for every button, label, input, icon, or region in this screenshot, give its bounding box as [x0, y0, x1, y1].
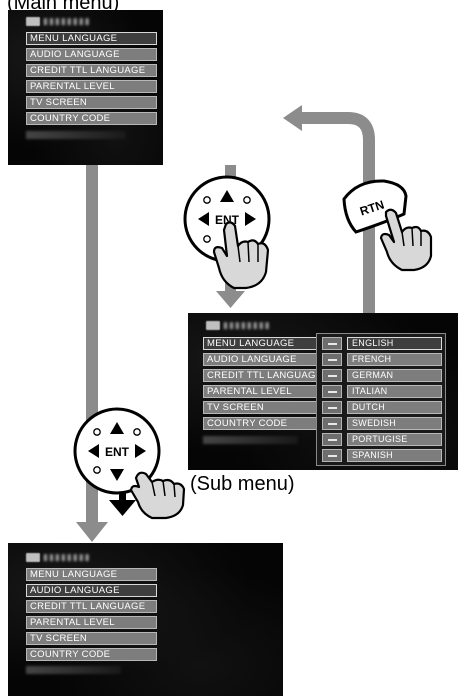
pointing-hand-icon [129, 471, 186, 520]
language-submenu-panel: ENGLISH FRENCH GERMAN ITALIAN DUTCH SWED… [316, 333, 446, 466]
pointing-hand-icon [212, 221, 270, 290]
language-option-dutch[interactable]: DUTCH [347, 401, 442, 414]
language-option-german[interactable]: GERMAN [347, 369, 442, 382]
menu-item-parental-level[interactable]: PARENTAL LEVEL [26, 616, 157, 629]
blurred-line [203, 436, 298, 444]
directional-pad-icon: ENT [73, 407, 161, 495]
menu-item-audio-language[interactable]: AUDIO LANGUAGE [203, 353, 319, 366]
submenu-row[interactable]: ENGLISH [322, 337, 442, 350]
submenu-row[interactable]: SPANISH [322, 449, 442, 462]
option-indicator-icon [322, 385, 342, 398]
submenu-row[interactable]: DUTCH [322, 401, 442, 414]
option-indicator-icon [322, 449, 342, 462]
flow-arrow-icon [283, 105, 375, 325]
main-menu-caption: (Main menu) [7, 0, 120, 14]
menu-item-credit-ttl-language[interactable]: CREDIT TTL LANGUAGE [26, 600, 157, 613]
menu-item-parental-level[interactable]: PARENTAL LEVEL [203, 385, 319, 398]
directional-pad-icon: ENT [183, 175, 271, 263]
menu-item-menu-language[interactable]: MENU LANGUAGE [26, 32, 157, 45]
menu-header-icon: ▮▮▮▮▮▮▮▮ [26, 552, 91, 563]
submenu-row[interactable]: SWEDISH [322, 417, 442, 430]
language-option-french[interactable]: FRENCH [347, 353, 442, 366]
menu-item-tv-screen[interactable]: TV SCREEN [26, 96, 157, 109]
menu-item-parental-level[interactable]: PARENTAL LEVEL [26, 80, 157, 93]
menu-item-country-code[interactable]: COUNTRY CODE [203, 417, 319, 430]
menu-header-icon: ▮▮▮▮▮▮▮▮ [206, 320, 271, 331]
menu-item-credit-ttl-language[interactable]: CREDIT TTL LANGUAGE [203, 369, 319, 382]
language-option-english[interactable]: ENGLISH [347, 337, 442, 350]
menu-item-country-code[interactable]: COUNTRY CODE [26, 112, 157, 125]
menu-item-audio-language[interactable]: AUDIO LANGUAGE [26, 584, 157, 597]
pointing-hand-icon [379, 208, 433, 272]
menu-item-audio-language[interactable]: AUDIO LANGUAGE [26, 48, 157, 61]
sub-screen-menu-list: MENU LANGUAGE AUDIO LANGUAGE CREDIT TTL … [203, 337, 319, 433]
menu-item-menu-language[interactable]: MENU LANGUAGE [203, 337, 319, 350]
submenu-row[interactable]: FRENCH [322, 353, 442, 366]
menu-item-country-code[interactable]: COUNTRY CODE [26, 648, 157, 661]
option-indicator-icon [322, 433, 342, 446]
blurred-line [26, 666, 121, 674]
menu-item-menu-language[interactable]: MENU LANGUAGE [26, 568, 157, 581]
sub-menu-caption: (Sub menu) [190, 473, 295, 495]
result-menu-screen: ▮▮▮▮▮▮▮▮ MENU LANGUAGE AUDIO LANGUAGE CR… [8, 543, 283, 696]
submenu-row[interactable]: ITALIAN [322, 385, 442, 398]
menu-header-icon: ▮▮▮▮▮▮▮▮ [26, 16, 91, 27]
option-indicator-icon [322, 337, 342, 350]
svg-text:ENT: ENT [105, 445, 130, 459]
menu-item-credit-ttl-language[interactable]: CREDIT TTL LANGUAGE [26, 64, 157, 77]
sub-menu-screen: ▮▮▮▮▮▮▮▮ MENU LANGUAGE AUDIO LANGUAGE CR… [188, 313, 458, 470]
option-indicator-icon [322, 401, 342, 414]
language-option-italian[interactable]: ITALIAN [347, 385, 442, 398]
submenu-row[interactable]: GERMAN [322, 369, 442, 382]
menu-item-tv-screen[interactable]: TV SCREEN [203, 401, 319, 414]
main-menu-list: MENU LANGUAGE AUDIO LANGUAGE CREDIT TTL … [26, 32, 157, 128]
main-menu-screen: ▮▮▮▮▮▮▮▮ MENU LANGUAGE AUDIO LANGUAGE CR… [8, 10, 163, 165]
language-option-swedish[interactable]: SWEDISH [347, 417, 442, 430]
option-indicator-icon [322, 369, 342, 382]
menu-item-tv-screen[interactable]: TV SCREEN [26, 632, 157, 645]
language-option-spanish[interactable]: SPANISH [347, 449, 442, 462]
blurred-line [26, 131, 126, 139]
flow-arrow-icon [109, 492, 136, 516]
option-indicator-icon [322, 353, 342, 366]
language-option-portugise[interactable]: PORTUGISE [347, 433, 442, 446]
submenu-row[interactable]: PORTUGISE [322, 433, 442, 446]
result-menu-list: MENU LANGUAGE AUDIO LANGUAGE CREDIT TTL … [26, 568, 157, 664]
option-indicator-icon [322, 417, 342, 430]
